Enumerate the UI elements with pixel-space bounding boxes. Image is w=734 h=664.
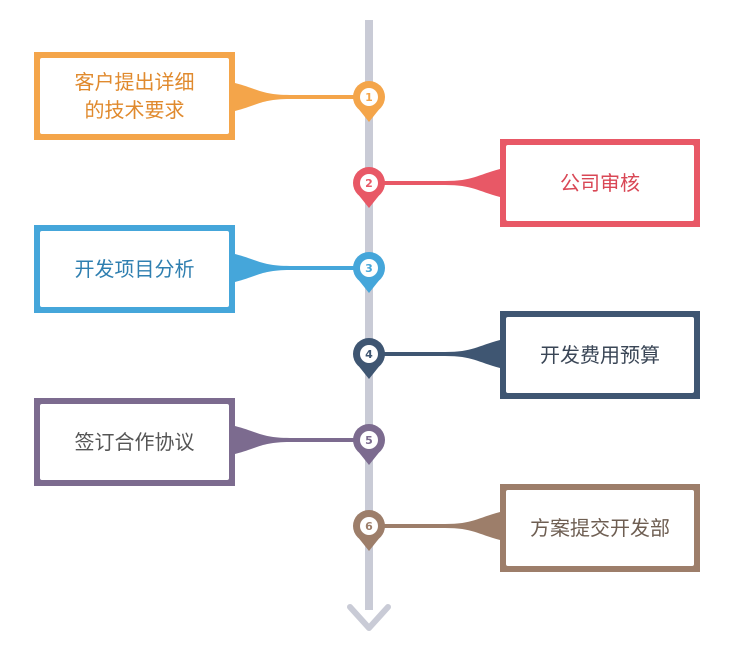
step-1-box-border [40,58,229,134]
step-2-marker-center [360,174,378,192]
step-6-marker-center [360,517,378,535]
step-4-text: 开发费用预算 [540,343,660,367]
step-5-box: 签订合作协议 [34,398,235,486]
step-4-box-border [506,317,694,393]
step-5-marker-center [360,431,378,449]
step-5-box-border [40,404,229,480]
timeline-axis [365,20,373,610]
step-1-number: 1 [365,91,373,104]
step-1-connector [235,83,359,111]
step-4-marker-center [360,345,378,363]
step-4-connector [379,340,500,368]
step-1-text: 客户提出详细 的技术要求 [74,70,195,122]
step-6-box-border [506,490,694,566]
step-1-marker-center [360,88,378,106]
step-3-box: 开发项目分析 [34,225,235,313]
step-1-box: 客户提出详细 的技术要求 [34,52,235,140]
step-3-connector [235,254,359,282]
step-3-text: 开发项目分析 [74,257,195,281]
step-2-number: 2 [365,177,373,190]
step-6-connector [379,512,500,540]
step-5-connector [235,426,359,454]
step-4-box: 开发费用预算 [500,311,700,399]
step-2-text: 公司审核 [560,171,640,195]
step-4-number: 4 [365,348,373,361]
step-3-number: 3 [365,262,373,275]
step-6-box: 方案提交开发部 [500,484,700,572]
step-2-box: 公司审核 [500,139,700,227]
step-5-number: 5 [365,434,373,447]
step-6-number: 6 [365,520,373,533]
step-5-text: 签订合作协议 [74,430,195,454]
timeline-arrow-head [347,604,391,631]
step-2-box-border [506,145,694,221]
step-2-connector [379,169,500,197]
step-6-text: 方案提交开发部 [530,516,670,540]
step-3-marker-center [360,259,378,277]
step-3-box-border [40,231,229,307]
